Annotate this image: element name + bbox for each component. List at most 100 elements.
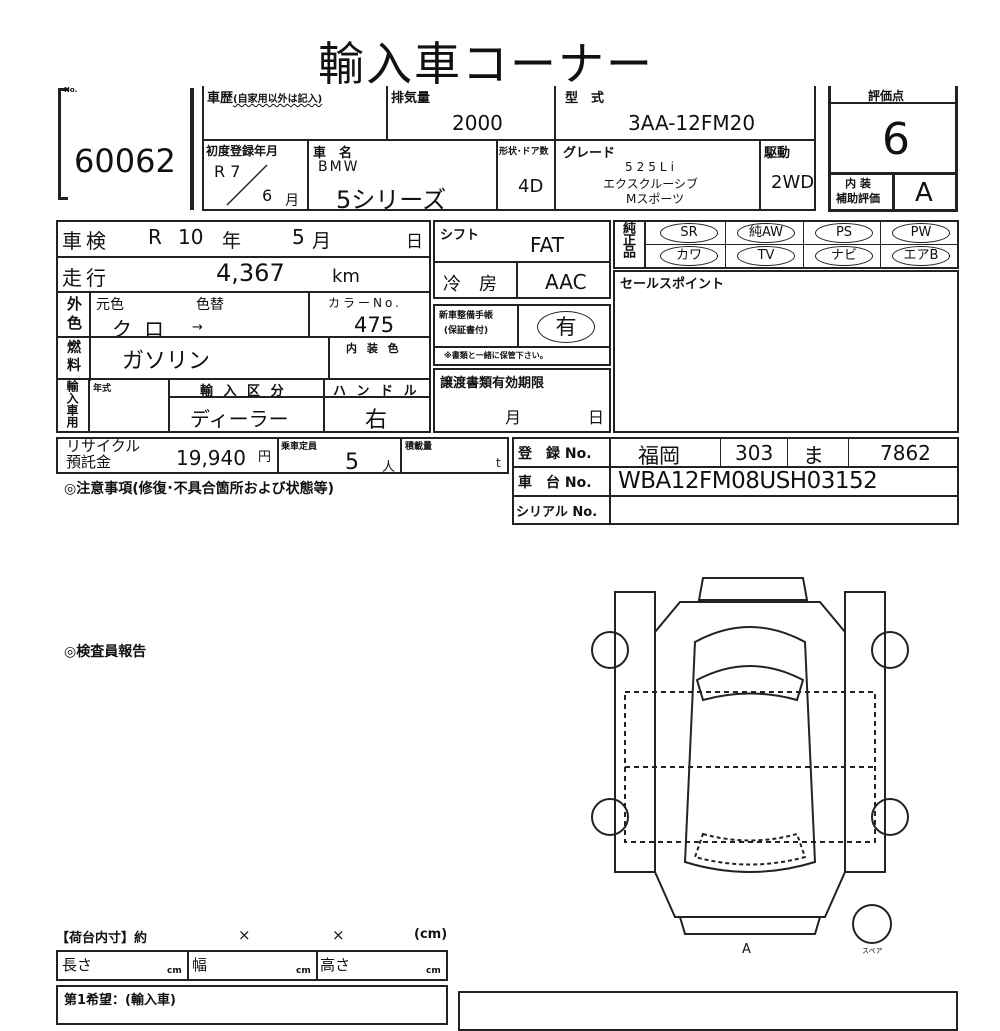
recycle-value: 19,940 <box>176 446 246 470</box>
body-label: 形状･ドア数 <box>499 147 549 157</box>
chassis-number: WBA12FM08USH03152 <box>618 468 878 494</box>
interior-score: A <box>915 178 933 208</box>
rule <box>187 950 189 981</box>
option-sr: SR <box>660 223 718 243</box>
mileage-unit: km <box>332 266 360 287</box>
genuine-label: 純正品 <box>620 221 635 257</box>
grade-line2: エクスクルーシブ <box>603 177 699 191</box>
cargo-dims-table <box>56 950 448 981</box>
sales-point-cell <box>613 270 959 433</box>
ac-cell <box>433 261 611 299</box>
rule <box>512 466 959 468</box>
manual-label: 新車整備手帳 (保証書付) <box>439 309 493 339</box>
manual-label-1: 新車整備手帳 <box>439 311 494 321</box>
first-reg-month-unit: 月 <box>285 193 299 209</box>
capacity-unit: 人 <box>382 460 396 475</box>
right-side <box>844 591 886 873</box>
grade-line1: 525Li <box>625 160 678 174</box>
rear-bumper <box>678 916 822 935</box>
cargo-height-label: 高さ <box>320 956 351 974</box>
wish-text: 第1希望：(輸入車) <box>64 993 176 1008</box>
model-code-value: 3AA-12FM20 <box>628 111 756 135</box>
inspection-year-unit: 年 <box>222 230 242 252</box>
inspection-day-unit: 日 <box>406 232 423 252</box>
recycle-cell <box>56 437 509 474</box>
interior-label-2: 補助評価 <box>836 192 880 205</box>
serial-label: シリアル No. <box>516 505 598 520</box>
history-note: (自家用以外は記入) <box>233 94 323 105</box>
car-name-label: 車 名 <box>313 146 353 161</box>
registration-pref: 福岡 <box>638 444 680 468</box>
car-diagram <box>591 577 909 944</box>
fuel-value: ガソリン <box>122 349 211 374</box>
displacement-label: 排気量 <box>391 91 431 106</box>
caution-heading: ◎注意事項(修復･不具合箇所および状態等) <box>64 481 335 497</box>
rule <box>644 244 959 245</box>
body-value: 4D <box>518 176 544 197</box>
drive-value: 2WD <box>771 172 815 193</box>
rear-window <box>693 832 807 866</box>
rule <box>880 220 881 269</box>
history-label: 車歴(自家用以外は記入) <box>207 87 322 106</box>
car-body-outline <box>654 601 846 918</box>
grade-label: グレード <box>563 146 616 161</box>
displacement-value: 2000 <box>452 111 503 135</box>
shift-value: FAT <box>530 233 565 257</box>
recycle-label: リサイクル預託金 <box>66 438 140 470</box>
drive-cell <box>759 139 816 211</box>
inspection-month-unit: 月 <box>312 230 332 252</box>
windshield <box>695 665 805 702</box>
car-name-cell <box>307 139 498 211</box>
cargo-length-unit: cm <box>167 966 182 976</box>
transfer-day-unit: 日 <box>588 408 605 427</box>
inspection-year: 10 <box>178 225 204 249</box>
shift-label: シフト <box>440 228 480 243</box>
registration-class: 303 <box>735 441 774 465</box>
slash <box>226 164 268 206</box>
color-label-1: 外 <box>67 295 83 313</box>
drive-label: 駆動 <box>764 146 791 161</box>
load-label: 積載量 <box>405 442 433 452</box>
rule <box>308 291 310 338</box>
diagram-mark: A <box>742 942 751 957</box>
recycle-unit: 円 <box>258 450 272 465</box>
cargo-x2: × <box>332 926 345 944</box>
rule <box>316 950 318 981</box>
cargo-width-label: 幅 <box>192 956 208 974</box>
manual-cell <box>433 304 611 366</box>
first-reg-label: 初度登録年月 <box>206 144 279 158</box>
fuel-label-2: 料 <box>67 358 81 374</box>
rule <box>725 220 726 269</box>
history-title: 車歴 <box>207 91 234 106</box>
fuel-label: 燃料 <box>67 339 81 375</box>
manual-label-2: (保証書付) <box>443 326 489 336</box>
handle-value: 右 <box>365 408 388 433</box>
cargo-label: 【荷台内寸】約 <box>56 931 148 946</box>
ac-label: 冷 房 <box>443 274 497 295</box>
wheel-rear-left <box>591 798 629 836</box>
transfer-label: 譲渡書類有効期限 <box>440 376 545 391</box>
cargo-width-unit: cm <box>296 966 311 976</box>
inspector-report-heading: ◎検査員報告 <box>64 644 147 660</box>
registration-table <box>512 437 959 525</box>
rule <box>803 220 804 269</box>
color-code-label: カラーNo. <box>328 296 402 310</box>
interior-label-1: 内 装 <box>845 177 871 190</box>
car-roof <box>683 626 817 873</box>
manual-note: ※書類と一緒に保管下さい。 <box>444 351 548 360</box>
wheel-rear-right <box>871 798 909 836</box>
rule <box>516 261 518 299</box>
import-year-label: 年式 <box>93 384 112 394</box>
interior-color-label: 内 装 色 <box>346 342 402 355</box>
spare-label: スペア <box>862 947 883 955</box>
mileage-label: 走行 <box>62 266 110 290</box>
recycle-label-1: リサイクル <box>66 437 141 455</box>
registration-kana: ま <box>803 444 824 468</box>
lot-label: No. <box>64 86 78 94</box>
cargo-height-unit: cm <box>426 966 441 976</box>
inspection-era: R <box>148 225 162 249</box>
rule <box>517 304 519 348</box>
rule <box>720 437 721 467</box>
sales-point-label: セールスポイント <box>620 277 725 292</box>
car-maker: BMW <box>318 159 360 175</box>
